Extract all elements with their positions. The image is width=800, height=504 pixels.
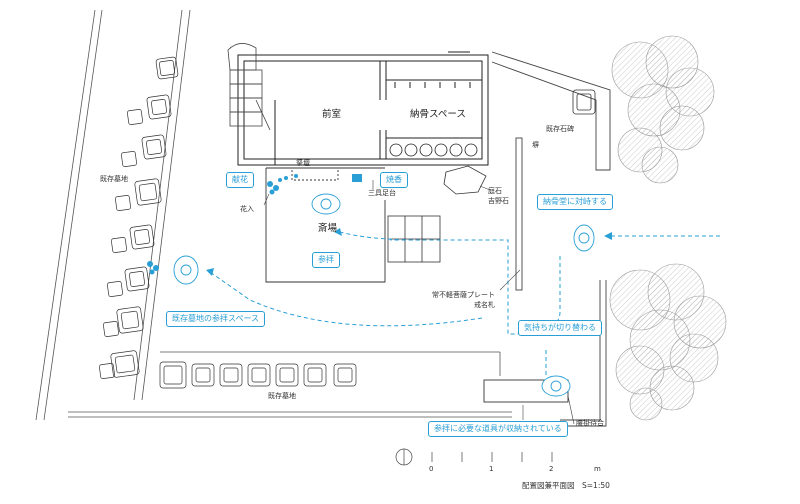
room-front-room: 前室 [322,109,342,120]
callout-grave-route: 既存墓地の参拝スペース [166,311,266,327]
stone-monument [572,89,596,115]
label-yoshino-stone: 吉野石 [488,197,509,205]
label-altar: 祭壇 [296,159,310,167]
scale-tick-unit: m [594,465,601,473]
scale-tick-2: 2 [549,465,554,473]
trees [609,35,727,421]
scale-title: 配置図兼平面図 S=1:50 [522,481,610,490]
leader-lines [263,180,575,425]
route-arrowheads [206,228,612,276]
label-existing-graves-left: 既存墓地 [100,175,128,183]
label-existing-graves-bottom: 既存墓地 [268,392,296,400]
building-walls [237,51,489,166]
room-ritual-area: 斎場 [318,223,338,234]
label-bench: 腰掛待合 [576,419,604,427]
callout-storage: 参拝に必要な道具が収納されている [428,421,568,437]
left-boundary-lines [35,9,191,421]
scale-tick-1: 1 [489,465,494,473]
label-stone-monument: 既存石碑 [546,125,574,133]
label-permanent-plate: 常不軽菩薩プレート [432,291,495,299]
person-figures [173,193,595,397]
callout-face-ossuary: 納骨堂に対峙する [537,194,613,210]
bottom-boundary [68,351,512,418]
existing-graves-column [99,56,179,379]
label-fence: 塀 [532,141,539,149]
existing-graves-row [159,361,357,389]
callout-mood-shift: 気持ちが切り替わる [518,320,602,336]
callout-flower-offering: 献花 [226,172,254,188]
label-flower-stand: 花入 [240,205,254,213]
label-tripod: 三具足台 [368,189,396,197]
ossuary-urns [389,143,478,157]
ritual-area-outline [265,167,386,283]
flower-marks [147,174,362,275]
scale-bar [395,448,553,466]
scale-tick-0: 0 [429,465,434,473]
entry-stair [227,43,271,131]
callout-incense: 焼香 [380,172,408,188]
label-garden-stone: 庭石 [488,187,502,195]
callout-worship: 参拝 [312,252,340,268]
label-posthumous-name-tag: 戒名札 [474,301,495,309]
ossuary-shelf-marks [394,82,471,88]
room-ossuary-space: 納骨スペース [410,109,466,120]
garden-stone [443,165,487,195]
